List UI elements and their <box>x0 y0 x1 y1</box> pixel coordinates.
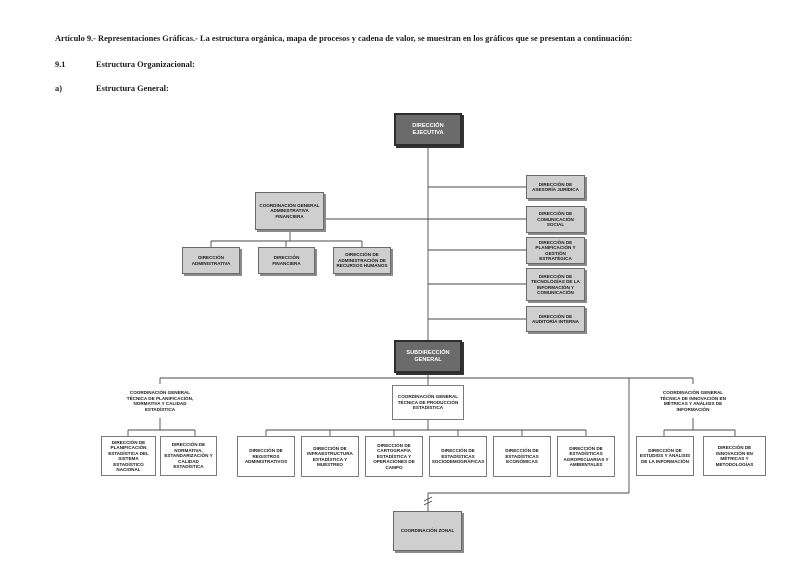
coord-zonal-box: COORDINACIÓN ZONAL <box>393 511 462 551</box>
dir-financiera-box: DIRECCIÓN FINANCIERA <box>258 247 315 274</box>
dir-economicas-box: DIRECCIÓN DE ESTADÍSTICAS ECONÓMICAS <box>493 436 551 477</box>
coord-produccion-box: COORDINACIÓN GENERAL TÉCNICA DE PRODUCCI… <box>392 385 464 420</box>
dir-cartografia-box: DIRECCIÓN DE CARTOGRAFÍA ESTADÍSTICA Y O… <box>365 436 423 477</box>
dir-normativa-box: DIRECCIÓN DE NORMATIVA, ESTANDARIZACIÓN … <box>160 436 217 476</box>
zonal-break-mark-1 <box>423 496 433 502</box>
section-title: Estructura Organizacional: <box>96 60 195 69</box>
coord-admin-box: COORDINACIÓN GENERAL ADMINISTRATIVA FINA… <box>255 192 324 230</box>
direccion-ejecutiva-box: DIRECCIÓN EJECUTIVA <box>394 113 462 146</box>
dir-estudios-box: DIRECCIÓN DE ESTUDIOS Y ANÁLISIS DE LA I… <box>636 436 694 476</box>
dir-talento-box: DIRECCIÓN DE ADMINISTRACIÓN DE RECURSOS … <box>333 247 391 274</box>
sub-title: Estructura General: <box>96 84 169 93</box>
dir-innovacion-box: DIRECCIÓN DE INNOVACIÓN EN MÉTRICAS Y ME… <box>703 436 766 476</box>
section-number: 9.1 <box>55 60 66 69</box>
dir-agro-box: DIRECCIÓN DE ESTADÍSTICAS AGROPECUARIAS … <box>557 436 615 477</box>
coord-innovacion-box: COORDINACIÓN GENERAL TÉCNICA DE INNOVACI… <box>657 384 729 418</box>
dir-administrativa-box: DIRECCIÓN ADMINISTRATIVA <box>182 247 240 274</box>
dir-auditoria-box: DIRECCIÓN DE AUDITORÍA INTERNA <box>526 306 585 332</box>
coord-planificacion-box: COORDINACIÓN GENERAL TÉCNICA DE PLANIFIC… <box>124 384 196 418</box>
dir-planificacion-box: DIRECCIÓN DE PLANIFICACIÓN Y GESTIÓN EST… <box>526 237 585 264</box>
dir-planificacion-est-box: DIRECCIÓN DE PLANIFICACIÓN ESTADÍSTICA D… <box>101 436 156 476</box>
dir-sociodemo-box: DIRECCIÓN DE ESTADÍSTICAS SOCIODEMOGRÁFI… <box>429 436 487 477</box>
dir-comunicacion-box: DIRECCIÓN DE COMUNICACIÓN SOCIAL <box>526 206 585 233</box>
sub-letter: a) <box>55 84 62 93</box>
article-text: Artículo 9.- Representaciones Gráficas.-… <box>55 34 633 43</box>
zonal-break-mark-2 <box>423 500 433 506</box>
dir-tic-box: DIRECCIÓN DE TECNOLOGÍAS DE LA INFORMACI… <box>526 268 585 301</box>
dir-registros-box: DIRECCIÓN DE REGISTROS ADMINISTRATIVOS <box>237 436 295 477</box>
article-text: Artículo 9.- Representaciones Gráficas.-… <box>55 34 632 43</box>
subdireccion-box: SUBDIRECCIÓN GENERAL <box>394 340 462 373</box>
dir-asesoria-box: DIRECCIÓN DE ASESORÍA JURÍDICA <box>526 175 585 199</box>
dir-infraestructura-box: DIRECCIÓN DE INFRAESTRUCTURA ESTADÍSTICA… <box>301 436 359 477</box>
